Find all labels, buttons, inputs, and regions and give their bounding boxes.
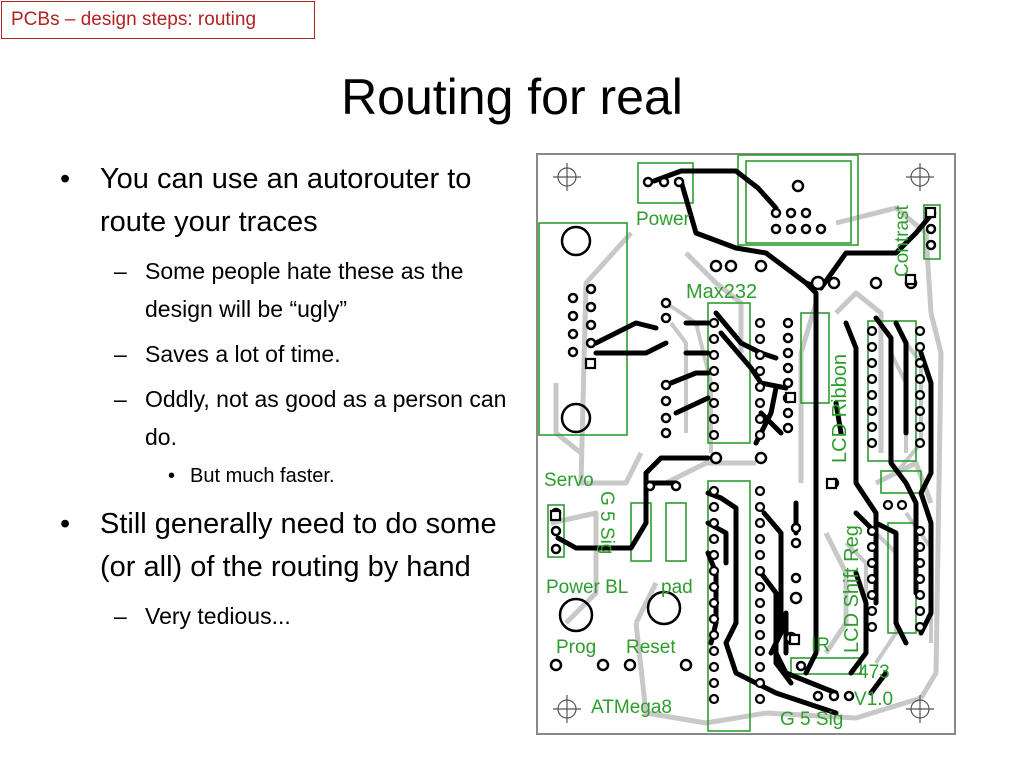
label-contrast: Contrast (892, 204, 913, 277)
square-pads (549, 206, 937, 646)
label-reset: Reset (626, 637, 676, 658)
label-max232: Max232 (686, 281, 757, 303)
label-servo: Servo (544, 470, 594, 491)
label-ir: IR (811, 635, 830, 656)
slide-title: Routing for real (341, 69, 683, 125)
copper-traces (555, 168, 934, 716)
dip-pins (708, 317, 926, 705)
sub-bullet-text: Saves a lot of time. (145, 341, 341, 367)
bullet-autorouter: You can use an autorouter to route your … (60, 158, 510, 244)
label-pad: pad (661, 577, 693, 598)
label-g5sig-bottom: G 5 Sig (780, 709, 843, 730)
label-atmega8: ATMega8 (591, 697, 672, 718)
sub-bullet: –Oddly, not as good as a person can do. (114, 386, 507, 450)
bullet-list: You can use an autorouter to route your … (60, 158, 510, 642)
sub-bullet-text: Some people hate these as the design wil… (145, 258, 464, 322)
section-tag: PCBs – design steps: routing (1, 1, 315, 39)
pcb-layout-image: Power Max232 Contrast LCD Ribbon Servo G… (536, 153, 956, 735)
sub-sub-bullet: •But much faster. (168, 465, 335, 487)
label-power-bl: Power BL (546, 577, 628, 598)
sub-bullet: –Some people hate these as the design wi… (114, 258, 464, 322)
label-g5sig: G 5 Sig (596, 491, 617, 554)
bullet-by-hand: Still generally need to do some (or all)… (60, 503, 510, 589)
component-pads (549, 176, 937, 702)
sub-bullet: –Very tedious... (114, 603, 291, 629)
sub-bullet: –Saves a lot of time. (114, 341, 341, 367)
sub-bullet-text: Oddly, not as good as a person can do. (145, 386, 507, 450)
label-board-number: 473 (858, 662, 890, 683)
label-power: Power (636, 209, 691, 230)
label-lcd-ribbon: LCD Ribbon (829, 354, 851, 463)
label-lcd-shift-reg: LCD Shift Reg (841, 525, 863, 653)
label-version: V1.0 (854, 689, 893, 710)
label-prog: Prog (556, 637, 596, 658)
sub-sub-bullet-text: But much faster. (190, 465, 335, 487)
silkscreen-outlines (538, 154, 941, 732)
sub-bullet-text: Very tedious... (145, 603, 291, 629)
